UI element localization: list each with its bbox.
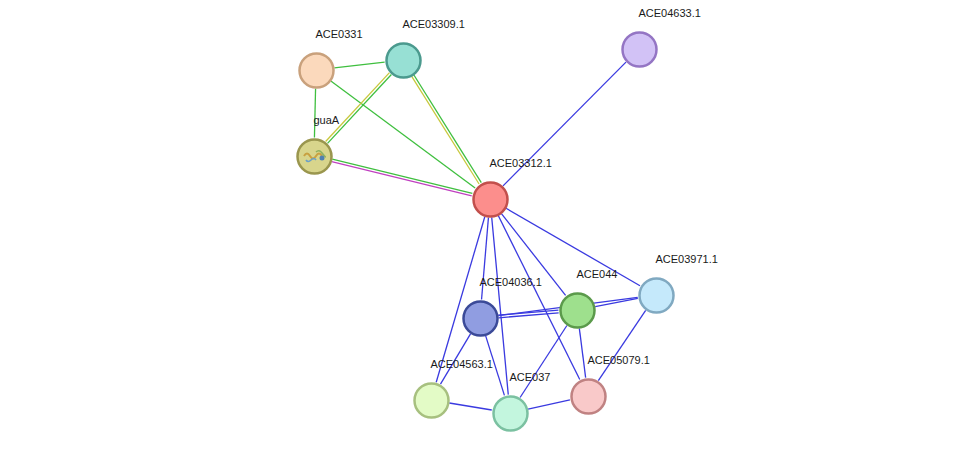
node-disc (414, 383, 448, 417)
interaction-edge (506, 208, 640, 285)
edge-line (314, 88, 315, 137)
edge-line (598, 310, 645, 380)
protein-node: ACE05079.1 (570, 378, 607, 415)
node-label: ACE03309.1 (403, 18, 465, 31)
node-disc (463, 301, 497, 335)
protein-node: ACE044 (559, 292, 596, 329)
edge-line (326, 73, 390, 142)
node-circle (621, 31, 658, 68)
interaction-edge (598, 310, 645, 380)
node-disc (560, 293, 594, 327)
node-label: ACE04036.1 (480, 276, 542, 289)
node-disc (639, 278, 673, 312)
node-label: ACE04633.1 (639, 7, 701, 20)
node-label: ACE03971.1 (656, 253, 718, 266)
edge-line (412, 76, 479, 184)
node-circle (570, 378, 607, 415)
edge-line (328, 74, 392, 143)
protein-node: ACE04036.1 (462, 300, 499, 337)
interaction-edge (326, 73, 392, 144)
interaction-edge (492, 217, 509, 394)
edge-line (436, 217, 485, 382)
interaction-edge (436, 217, 485, 382)
node-disc (622, 32, 656, 66)
node-disc (299, 53, 333, 87)
edge-line (414, 75, 481, 183)
interaction-edge (520, 326, 567, 398)
interaction-edge (595, 298, 638, 306)
node-circle (385, 42, 422, 79)
node-circle (492, 395, 529, 432)
edge-line (520, 326, 567, 398)
node-disc (297, 139, 331, 173)
edge-line (334, 62, 384, 68)
protein-node: ACE03309.1 (385, 42, 422, 79)
edge-line (492, 217, 509, 394)
protein-node: guaA (296, 138, 333, 175)
node-circle (638, 277, 675, 314)
interaction-edge (528, 400, 570, 409)
node-circle (296, 138, 333, 175)
interaction-edge (449, 403, 491, 410)
protein-node: ACE04633.1 (621, 31, 658, 68)
protein-node: ACE03971.1 (638, 277, 675, 314)
node-label: ACE037 (510, 371, 551, 384)
node-label: ACE03312.1 (490, 157, 552, 170)
node-label: guaA (314, 114, 340, 127)
edge-line (506, 208, 640, 285)
protein-node: ACE03312.1 (472, 181, 509, 218)
interaction-edge (332, 159, 473, 196)
node-disc (493, 396, 527, 430)
node-disc (473, 182, 507, 216)
edge-line (528, 400, 570, 409)
node-label: ACE044 (577, 268, 618, 281)
edge-line (595, 298, 638, 306)
node-label: ACE0331 (316, 28, 363, 41)
node-circle (462, 300, 499, 337)
interaction-edge (412, 75, 482, 184)
protein-node: ACE04563.1 (413, 382, 450, 419)
node-circle (298, 52, 335, 89)
node-circle (559, 292, 596, 329)
edge-line (579, 328, 585, 377)
interaction-edge (579, 328, 585, 377)
edge-line (449, 403, 491, 410)
interaction-edge (331, 81, 475, 188)
node-label: ACE05079.1 (588, 354, 650, 367)
node-circle (472, 181, 509, 218)
node-circle (413, 382, 450, 419)
protein-node: ACE0331 (298, 52, 335, 89)
node-disc (571, 379, 605, 413)
protein-structure (304, 150, 326, 161)
edge-line (332, 162, 472, 196)
edge-line (499, 313, 559, 318)
edge-line (331, 81, 475, 188)
node-label: ACE04563.1 (431, 358, 493, 371)
node-disc (386, 43, 420, 77)
interaction-edge (334, 62, 384, 68)
interaction-edge (314, 88, 315, 137)
edge-line (332, 159, 472, 193)
protein-node: ACE037 (492, 395, 529, 432)
